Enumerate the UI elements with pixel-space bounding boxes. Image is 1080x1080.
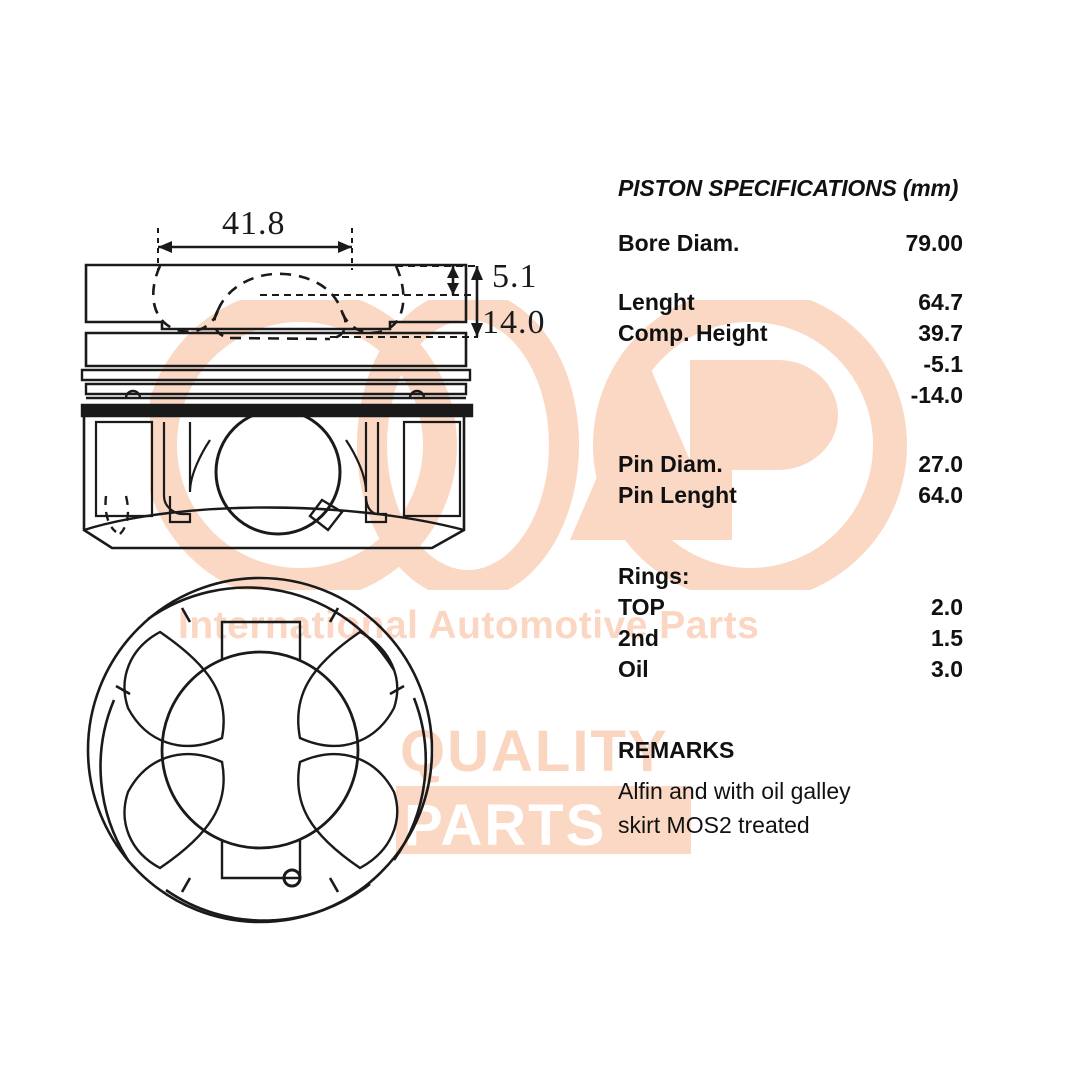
spec-value: 64.7 — [918, 289, 963, 315]
spec-value: -14.0 — [910, 382, 963, 408]
spec-label: Pin Diam. — [618, 451, 723, 477]
spec-row-ring-2nd: 2nd 1.5 — [618, 625, 963, 656]
spec-label: Rings: — [618, 563, 690, 589]
dimension-label-crown-width: 41.8 — [222, 205, 286, 242]
spec-value: 79.00 — [905, 230, 963, 256]
remarks-heading: REMARKS — [618, 737, 735, 763]
spec-row-pin-diam: Pin Diam. 27.0 — [618, 451, 963, 482]
remarks-line-2: skirt MOS2 treated — [618, 812, 810, 838]
piston-side-view-drawing — [80, 228, 483, 550]
spec-label: Pin Lenght — [618, 482, 737, 508]
spec-row-offset-2: -14.0 — [618, 382, 963, 413]
spec-label: 2nd — [618, 625, 659, 651]
spec-row-comp-height: Comp. Height 39.7 — [618, 320, 963, 351]
spec-row-lenght: Lenght 64.7 — [618, 289, 963, 320]
spec-value: 2.0 — [931, 594, 963, 620]
dimension-label-pocket-depth: 5.1 — [492, 258, 538, 295]
remarks-line-1: Alfin and with oil galley — [618, 778, 851, 804]
spec-label: TOP — [618, 594, 665, 620]
spec-row-pin-lenght: Pin Lenght 64.0 — [618, 482, 963, 513]
spec-label: Comp. Height — [618, 320, 768, 346]
spec-row-ring-top: TOP 2.0 — [618, 594, 963, 625]
piston-top-view-drawing — [86, 576, 434, 924]
spec-label: Lenght — [618, 289, 695, 315]
dimension-label-bowl-depth: 14.0 — [482, 304, 546, 341]
spec-value: 3.0 — [931, 656, 963, 682]
spec-row-ring-oil: Oil 3.0 — [618, 656, 963, 687]
spec-value: -5.1 — [923, 351, 963, 377]
spec-label: Bore Diam. — [618, 230, 740, 256]
spec-rings-heading: Rings: — [618, 563, 963, 594]
spec-row-offset-1: -5.1 — [618, 351, 963, 382]
spec-row-bore-diam: Bore Diam. 79.00 — [618, 230, 963, 261]
spec-value: 27.0 — [918, 451, 963, 477]
spec-label: Oil — [618, 656, 649, 682]
spec-value: 1.5 — [931, 625, 963, 651]
spec-value: 64.0 — [918, 482, 963, 508]
spec-panel: PISTON SPECIFICATIONS (mm) Bore Diam. 79… — [618, 175, 963, 842]
spec-value: 39.7 — [918, 320, 963, 346]
spec-panel-title: PISTON SPECIFICATIONS (mm) — [618, 175, 959, 201]
